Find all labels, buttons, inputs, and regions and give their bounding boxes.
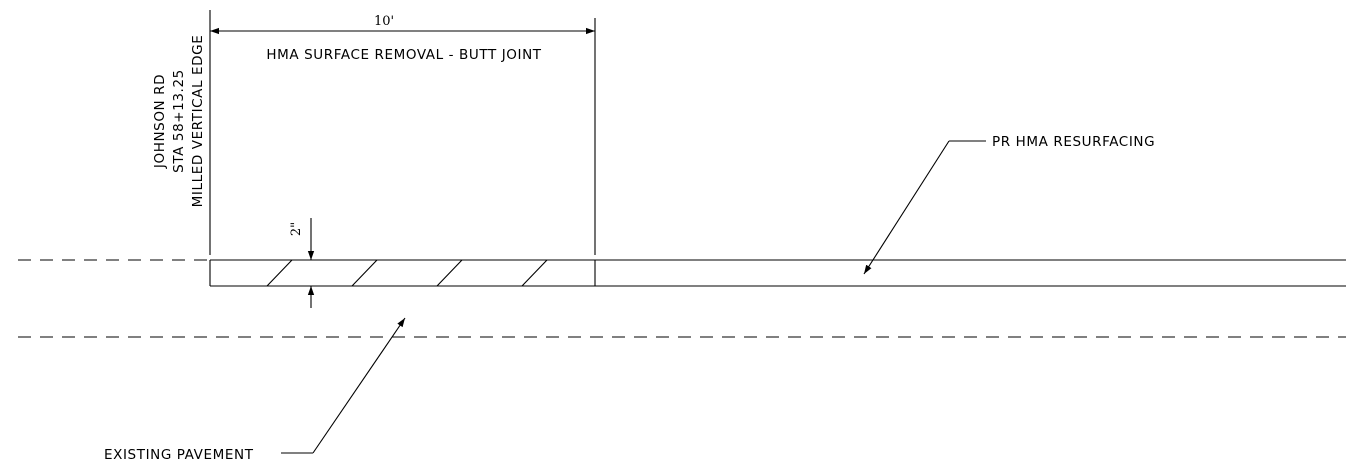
depth-label: 2" xyxy=(289,222,304,236)
resurfacing-label: PR HMA RESURFACING xyxy=(992,134,1155,150)
station-label: JOHNSON RD STA 58+13.25 MILLED VERTICAL … xyxy=(152,35,206,208)
removal-label: HMA SURFACE REMOVAL - BUTT JOINT xyxy=(266,47,541,63)
existing-leader xyxy=(312,317,406,454)
existing-label: EXISTING PAVEMENT xyxy=(104,447,254,463)
station-road: JOHNSON RD xyxy=(152,74,168,169)
station-edge-note: MILLED VERTICAL EDGE xyxy=(190,35,206,208)
resurfacing-leader xyxy=(863,140,950,275)
removal-hatching xyxy=(266,259,548,287)
station-number: STA 58+13.25 xyxy=(171,69,187,173)
removal-length-label: 10' xyxy=(374,14,394,29)
